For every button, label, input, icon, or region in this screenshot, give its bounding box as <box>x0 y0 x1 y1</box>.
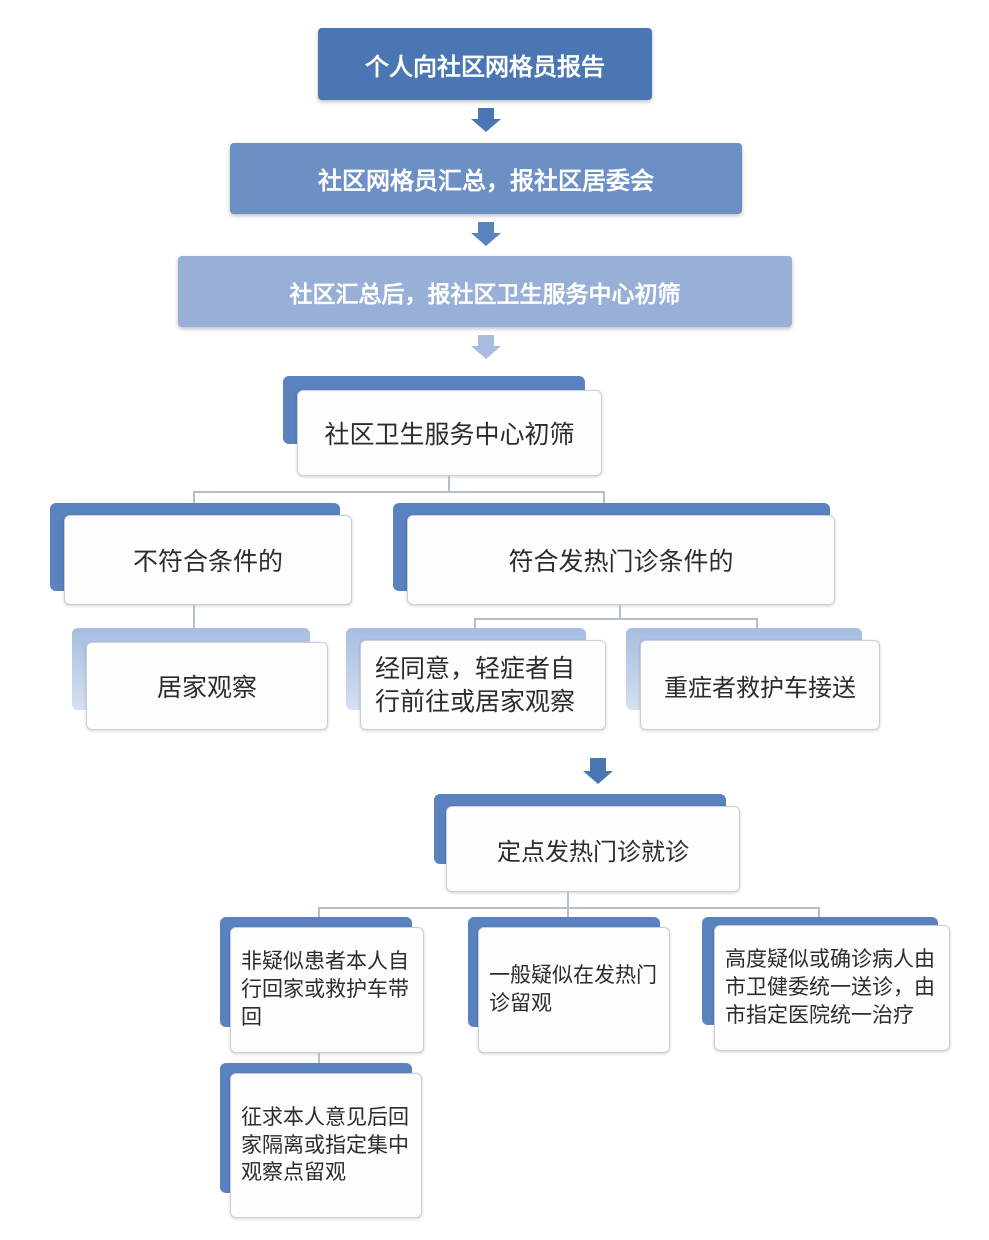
clinic-visit-label: 定点发热门诊就诊 <box>497 837 689 866</box>
general-suspected-card: 一般疑似在发热门诊留观 <box>478 927 670 1053</box>
step-community-summary: 社区汇总后，报社区卫生服务中心初筛 <box>178 256 792 327</box>
not-eligible-card: 不符合条件的 <box>64 515 352 605</box>
connector-line <box>619 605 621 620</box>
connector-line <box>474 618 476 632</box>
home-observe-card: 居家观察 <box>86 642 328 730</box>
connector-line <box>448 476 450 493</box>
severe-option-label: 重症者救护车接送 <box>664 673 856 702</box>
isolation-option-card: 征求本人意见后回家隔离或指定集中观察点留观 <box>230 1073 422 1218</box>
isolation-option-label: 征求本人意见后回家隔离或指定集中观察点留观 <box>241 1104 409 1185</box>
high-suspected-card: 高度疑似或确诊病人由市卫健委统一送诊，由市指定医院统一治疗 <box>714 925 950 1051</box>
connector-line <box>818 907 820 921</box>
eligible-card: 符合发热门诊条件的 <box>407 515 835 605</box>
step1-label: 个人向社区网格员报告 <box>365 52 605 81</box>
connector-line <box>474 618 758 620</box>
connector-line <box>567 892 569 909</box>
eligible-label: 符合发热门诊条件的 <box>508 547 734 576</box>
connector-line <box>567 907 569 921</box>
connector-line <box>318 907 320 921</box>
general-suspected-label: 一般疑似在发热门诊留观 <box>489 963 657 1015</box>
mild-option-card: 经同意，轻症者自行前往或居家观察 <box>360 640 606 730</box>
screening-label: 社区卫生服务中心初筛 <box>324 420 575 449</box>
connector-line <box>193 605 195 630</box>
connector-line <box>318 907 820 909</box>
step3-label: 社区汇总后，报社区卫生服务中心初筛 <box>289 281 681 308</box>
severe-option-card: 重症者救护车接送 <box>640 640 880 730</box>
not-eligible-label: 不符合条件的 <box>132 547 283 576</box>
step-report-to-grid-worker: 个人向社区网格员报告 <box>318 28 652 100</box>
step-grid-worker-summary: 社区网格员汇总，报社区居委会 <box>230 143 742 214</box>
high-suspected-label: 高度疑似或确诊病人由市卫健委统一送诊，由市指定医院统一治疗 <box>725 947 935 1027</box>
connector-line <box>318 1053 320 1065</box>
non-suspected-label: 非疑似患者本人自行回家或救护车带回 <box>241 949 409 1029</box>
non-suspected-card: 非疑似患者本人自行回家或救护车带回 <box>230 927 424 1053</box>
screening-card: 社区卫生服务中心初筛 <box>297 390 602 476</box>
connector-line <box>193 491 605 493</box>
mild-option-label: 经同意，轻症者自行前往或居家观察 <box>375 654 576 716</box>
step2-label: 社区网格员汇总，报社区居委会 <box>318 167 654 195</box>
clinic-visit-card: 定点发热门诊就诊 <box>446 806 740 892</box>
home-observe-label: 居家观察 <box>156 673 257 702</box>
connector-line <box>756 618 758 632</box>
